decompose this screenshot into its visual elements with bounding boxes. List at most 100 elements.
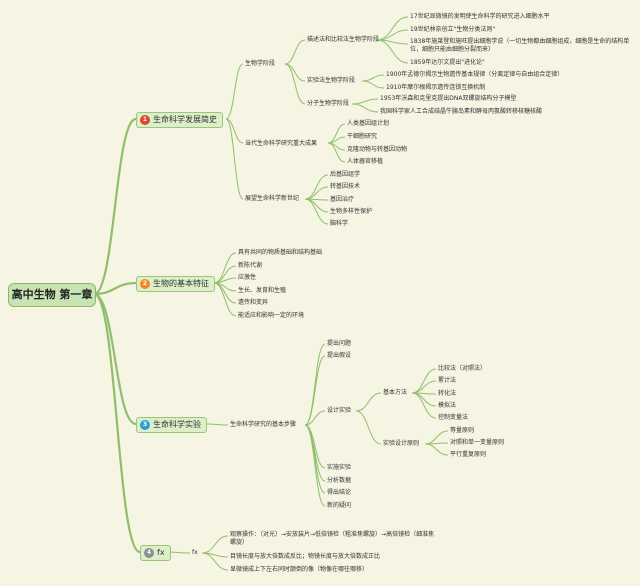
topic-4-node[interactable]: 4 fx bbox=[140, 545, 171, 561]
node-dna-model[interactable]: 1953年沃森和克里克提出DNA双螺旋结构分子模型 bbox=[380, 95, 517, 102]
branch-connector bbox=[304, 198, 329, 225]
root-node[interactable]: 高中生物 第一章 bbox=[8, 283, 96, 307]
branch-connector bbox=[205, 423, 229, 426]
topic-3-node[interactable]: 3 生命科学实验 bbox=[136, 417, 207, 433]
topic-2-label: 生物的基本特征 bbox=[153, 279, 209, 288]
node-basic-methods[interactable]: 基本方法 bbox=[383, 389, 408, 396]
node-conclusion[interactable]: 得出结论 bbox=[327, 489, 352, 496]
branch-connector bbox=[304, 410, 326, 426]
branch-connector bbox=[411, 380, 437, 394]
branch-connector bbox=[355, 392, 382, 412]
node-control-variable[interactable]: 控制变量法 bbox=[438, 414, 469, 421]
branch-connector bbox=[304, 343, 326, 426]
branch-connector bbox=[304, 186, 329, 200]
root-connector bbox=[93, 292, 141, 554]
node-gene-therapy[interactable]: 基因治疗 bbox=[330, 196, 355, 203]
branch-connector bbox=[304, 424, 326, 494]
topic-3-label: 生命科学实验 bbox=[153, 420, 201, 429]
node-growth[interactable]: 生长、发育和生殖 bbox=[238, 287, 287, 294]
node-adaptation[interactable]: 能适应和影响一定的环境 bbox=[238, 312, 305, 319]
root-connector bbox=[93, 117, 137, 296]
node-cell-theory[interactable]: 1838年施莱登和施旺提出细胞学说（一切生物都由细胞组成，细胞是生命的结构单位，… bbox=[410, 38, 630, 53]
node-comparison-method[interactable]: 比较法（对照法） bbox=[438, 365, 487, 372]
root-connector bbox=[93, 292, 137, 426]
branch-connector bbox=[355, 410, 382, 445]
node-biology-stages[interactable]: 生物学阶段 bbox=[245, 60, 276, 67]
node-parallel-repeat[interactable]: 平行重复原则 bbox=[450, 451, 487, 458]
node-darwin[interactable]: 1859年达尔文提出"进化论" bbox=[410, 59, 485, 66]
node-inverted-image[interactable]: 显微镜成上下左右同时颠倒的像（物像在哪往哪移） bbox=[230, 566, 369, 573]
node-microscope[interactable]: 17世纪显微镜的发明使生命科学的研究进入细胞水平 bbox=[410, 13, 550, 20]
number-badge-3: 3 bbox=[140, 420, 150, 430]
branch-connector bbox=[213, 282, 237, 317]
node-research-steps[interactable]: 生命科学研究的基本步骤 bbox=[230, 421, 297, 428]
branch-connector bbox=[411, 392, 437, 407]
node-cloning[interactable]: 克隆动物与转基因动物 bbox=[347, 146, 408, 153]
node-irritability[interactable]: 应激性 bbox=[238, 274, 257, 281]
node-organ-transplant[interactable]: 人体器官移植 bbox=[347, 158, 384, 165]
branch-connector bbox=[361, 80, 385, 89]
branch-connector bbox=[284, 39, 306, 65]
node-descriptive-stage[interactable]: 描述法和比较法生物学阶段 bbox=[307, 36, 380, 43]
branch-connector bbox=[351, 98, 379, 105]
branch-connector bbox=[225, 118, 244, 200]
branch-connector bbox=[304, 198, 329, 213]
node-equal-principle[interactable]: 等量原则 bbox=[450, 427, 475, 434]
branch-connector bbox=[213, 252, 237, 284]
node-fx[interactable]: fx bbox=[192, 549, 198, 556]
topic-1-label: 生命科学发展简史 bbox=[153, 115, 217, 124]
topic-1-node[interactable]: 1 生命科学发展简史 bbox=[136, 112, 223, 128]
node-stem-cell[interactable]: 干细胞研究 bbox=[347, 133, 378, 140]
node-transgenic[interactable]: 转基因技术 bbox=[330, 183, 361, 190]
node-experimental-stage[interactable]: 实验法生物学阶段 bbox=[307, 77, 356, 84]
node-design-experiment[interactable]: 设计实验 bbox=[327, 407, 352, 414]
branch-connector bbox=[201, 552, 229, 571]
node-cumulative-method[interactable]: 累计法 bbox=[438, 377, 457, 384]
node-common-basis[interactable]: 具有共同的物质基础和结构基础 bbox=[238, 249, 323, 256]
node-biodiversity[interactable]: 生物多样性保护 bbox=[330, 208, 373, 215]
node-hypothesis[interactable]: 提出假设 bbox=[327, 352, 352, 359]
branch-connector bbox=[304, 424, 326, 507]
node-mendel[interactable]: 1900年孟德尔揭示生物遗传基本规律（分离定律与自由组合定律） bbox=[386, 71, 564, 78]
branch-connector bbox=[304, 355, 326, 426]
branch-connector bbox=[284, 63, 306, 82]
branch-connector bbox=[327, 142, 346, 163]
node-control-single-variable[interactable]: 对照和单一变量原则 bbox=[450, 439, 505, 446]
branch-connector bbox=[376, 16, 409, 41]
node-morgan[interactable]: 1910年摩尔根揭示遗传连锁互换机制 bbox=[386, 84, 486, 91]
node-conversion-method[interactable]: 转化法 bbox=[438, 390, 457, 397]
node-lens-length[interactable]: 目镜长度与放大倍数成反比；物镜长度与放大倍数成正比 bbox=[230, 553, 381, 560]
node-design-principles[interactable]: 实验设计原则 bbox=[383, 440, 420, 447]
branch-connector bbox=[411, 392, 437, 419]
node-genome-project[interactable]: 人类基因组计划 bbox=[347, 120, 390, 127]
node-analyze-data[interactable]: 分析数据 bbox=[327, 477, 352, 484]
number-badge-4: 4 bbox=[144, 548, 154, 558]
node-raise-question[interactable]: 提出问题 bbox=[327, 340, 352, 347]
node-conduct-experiment[interactable]: 实施实验 bbox=[327, 464, 352, 471]
topic-2-node[interactable]: 2 生物的基本特征 bbox=[136, 276, 215, 292]
branch-connector bbox=[424, 443, 449, 456]
node-metabolism[interactable]: 新陈代谢 bbox=[238, 262, 263, 269]
node-brain-science[interactable]: 脑科学 bbox=[330, 220, 349, 227]
node-new-question[interactable]: 新的疑问 bbox=[327, 502, 352, 509]
branch-connector bbox=[376, 29, 409, 41]
node-major-achievements[interactable]: 当代生命科学研究重大成果 bbox=[245, 140, 318, 147]
node-observation-steps[interactable]: 观察操作：（对光）→安放装片→低倍镜检（粗准焦螺旋）→高倍镜检（细准焦螺旋） bbox=[230, 531, 435, 546]
node-heredity[interactable]: 遗传和变异 bbox=[238, 299, 269, 306]
node-linnaeus[interactable]: 19世纪林奈创立"生物分类法则" bbox=[410, 26, 496, 33]
branch-connector bbox=[304, 424, 326, 482]
branch-connector bbox=[225, 118, 244, 144]
branch-connector bbox=[304, 174, 329, 200]
branch-connector bbox=[225, 63, 244, 120]
node-simulation-method[interactable]: 模拟法 bbox=[438, 402, 457, 409]
node-insulin[interactable]: 我国科学家人工合成结晶牛胰岛素和酵母丙氨酸转移核糖核酸 bbox=[380, 108, 543, 115]
node-post-genomics[interactable]: 后基因组学 bbox=[330, 171, 361, 178]
branch-connector bbox=[376, 39, 409, 64]
branch-connector bbox=[284, 63, 306, 105]
number-badge-2: 2 bbox=[140, 279, 150, 289]
node-molecular-stage[interactable]: 分子生物学阶段 bbox=[307, 100, 350, 107]
node-new-century[interactable]: 展望生命科学新世纪 bbox=[245, 195, 300, 202]
branch-connector bbox=[351, 103, 379, 113]
